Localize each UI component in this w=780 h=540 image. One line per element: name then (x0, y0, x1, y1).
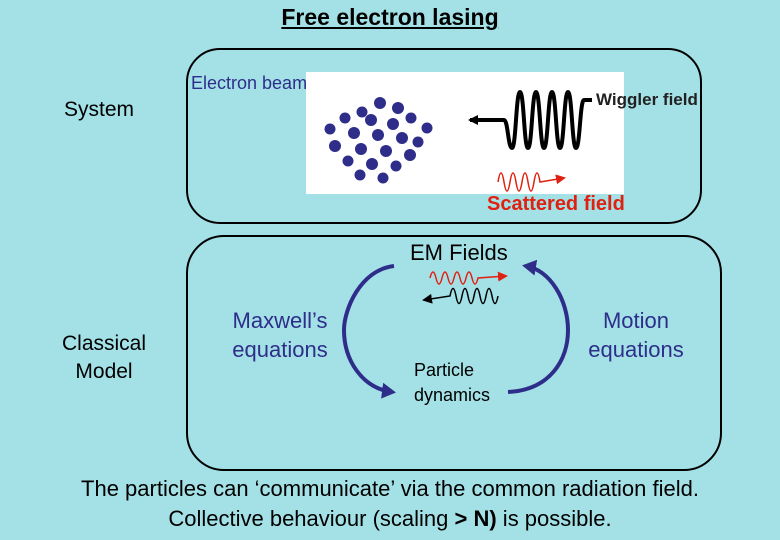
electron-dot (339, 112, 351, 124)
classical-label-line2: Model (75, 360, 133, 383)
em-fields-label: EM Fields (408, 240, 510, 266)
wiggler-field-label: Wiggler field (596, 90, 698, 109)
em-red-wave (429, 271, 508, 285)
electron-dot (354, 169, 366, 181)
electron-dot (372, 129, 384, 141)
electron-dot (390, 160, 402, 172)
motion-line1: Motion (602, 308, 670, 333)
page-title: Free electron lasing (281, 4, 499, 30)
classical-model-box (186, 235, 722, 471)
electron-dot (404, 149, 416, 161)
electron-beam-label: Electron beam (191, 73, 308, 93)
scattered-wave (497, 172, 566, 192)
electron-dot (421, 122, 433, 134)
footer-line2: Collective behaviour (scaling > N) is po… (0, 504, 780, 534)
electron-dot (342, 155, 354, 167)
electron-dot (356, 106, 368, 118)
system-box (186, 48, 702, 224)
electron-dot (405, 112, 417, 124)
electron-dot (348, 127, 360, 139)
left-cycle-arc (341, 264, 396, 399)
electron-dot (365, 114, 377, 126)
particle-dynamics-label: Particle dynamics (414, 358, 490, 408)
electron-dot (387, 118, 399, 130)
electron-dot (377, 172, 389, 184)
maxwell-label: Maxwell’s equations (212, 306, 348, 364)
electron-dot (355, 143, 367, 155)
electron-dot (392, 102, 404, 114)
footer-line2-bold: > N) (454, 506, 497, 531)
electron-dot (324, 123, 336, 135)
footer-line2-suffix: is possible. (496, 506, 612, 531)
electron-dot (374, 97, 386, 109)
electron-dot (412, 136, 424, 148)
electron-dot (396, 132, 408, 144)
electron-dot (329, 140, 341, 152)
particle-line1: Particle (414, 360, 475, 380)
right-cycle-arc (507, 259, 571, 394)
footer-line2-prefix: Collective behaviour (scaling (168, 506, 455, 531)
electron-dot (380, 145, 392, 157)
maxwell-line2: equations (232, 337, 328, 362)
wiggler-wave (468, 89, 592, 151)
system-label: System (64, 98, 135, 121)
motion-line2: equations (588, 337, 684, 362)
maxwell-line1: Maxwell’s (232, 308, 328, 333)
footer-line1: The particles can ‘communicate’ via the … (81, 476, 699, 501)
electron-dot (366, 158, 378, 170)
em-black-wave (422, 287, 499, 305)
electron-cloud (324, 97, 433, 184)
motion-label: Motion equations (578, 306, 694, 364)
scattered-field-label: Scattered field (487, 193, 625, 215)
classical-label: Classical Model (40, 330, 168, 386)
particle-line2: dynamics (414, 385, 491, 405)
footer-text: The particles can ‘communicate’ via the … (0, 474, 780, 534)
classical-label-line1: Classical (61, 332, 147, 355)
